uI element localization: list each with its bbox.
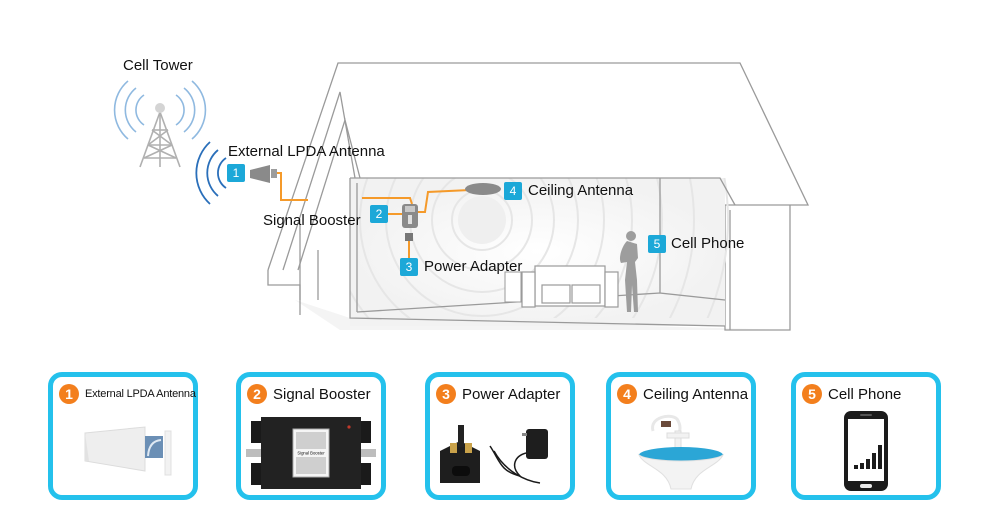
side-table bbox=[504, 271, 522, 303]
marker-5: 5 bbox=[648, 235, 666, 253]
booster-device bbox=[402, 204, 418, 241]
coax-cable bbox=[277, 172, 471, 258]
label-cell-tower: Cell Tower bbox=[123, 57, 193, 74]
card-cell-phone: 5 Cell Phone bbox=[791, 372, 941, 500]
ceiling-antenna-icon bbox=[611, 411, 751, 491]
label-power-adapter: Power Adapter bbox=[424, 258, 523, 275]
label-cell-phone: Cell Phone bbox=[671, 235, 745, 252]
installation-diagram: Cell Tower External LPDA Antenna 1 Signa… bbox=[113, 57, 810, 331]
label-external-antenna: External LPDA Antenna bbox=[228, 143, 385, 160]
booster-device-label: Signal Booster bbox=[297, 451, 325, 456]
card-title: Ceiling Antenna bbox=[643, 385, 749, 403]
card-title: External LPDA Antenna bbox=[85, 388, 196, 400]
ceiling-antenna-glow bbox=[458, 196, 506, 244]
marker-3: 3 bbox=[400, 258, 418, 276]
person-silhouette bbox=[619, 231, 638, 312]
card-external-antenna: 1 External LPDA Antenna bbox=[48, 372, 198, 500]
marker-1: 1 bbox=[227, 164, 245, 182]
ceiling-antenna-device bbox=[465, 183, 501, 195]
card-number: 4 bbox=[617, 384, 637, 404]
signal-bars-icon bbox=[854, 445, 882, 469]
antenna-waves bbox=[195, 141, 227, 205]
card-number: 2 bbox=[247, 384, 267, 404]
label-ceiling-antenna: Ceiling Antenna bbox=[528, 182, 634, 199]
card-power-adapter: 3 Power Adapter bbox=[425, 372, 575, 500]
card-title: Power Adapter bbox=[462, 385, 561, 403]
marker-2: 2 bbox=[370, 205, 388, 223]
house-illustration bbox=[113, 62, 810, 331]
label-signal-booster: Signal Booster bbox=[263, 212, 361, 229]
lpda-antenna-icon bbox=[53, 411, 193, 491]
marker-4: 4 bbox=[504, 182, 522, 200]
card-title: Signal Booster bbox=[273, 385, 371, 403]
card-signal-booster: 2 Signal Booster Signal Booster bbox=[236, 372, 386, 500]
lpda-antenna-device bbox=[250, 165, 277, 183]
card-number: 3 bbox=[436, 384, 456, 404]
signal-booster-icon: Signal Booster bbox=[241, 411, 381, 491]
sofa bbox=[521, 265, 619, 308]
card-number: 1 bbox=[59, 384, 79, 404]
card-ceiling-antenna: 4 Ceiling Antenna bbox=[606, 372, 756, 500]
cell-phone-icon bbox=[796, 411, 936, 491]
card-number: 5 bbox=[802, 384, 822, 404]
roof-outline bbox=[267, 62, 810, 331]
power-adapter-icon bbox=[430, 411, 570, 491]
cell-tower-icon bbox=[113, 80, 207, 168]
card-title: Cell Phone bbox=[828, 385, 902, 403]
